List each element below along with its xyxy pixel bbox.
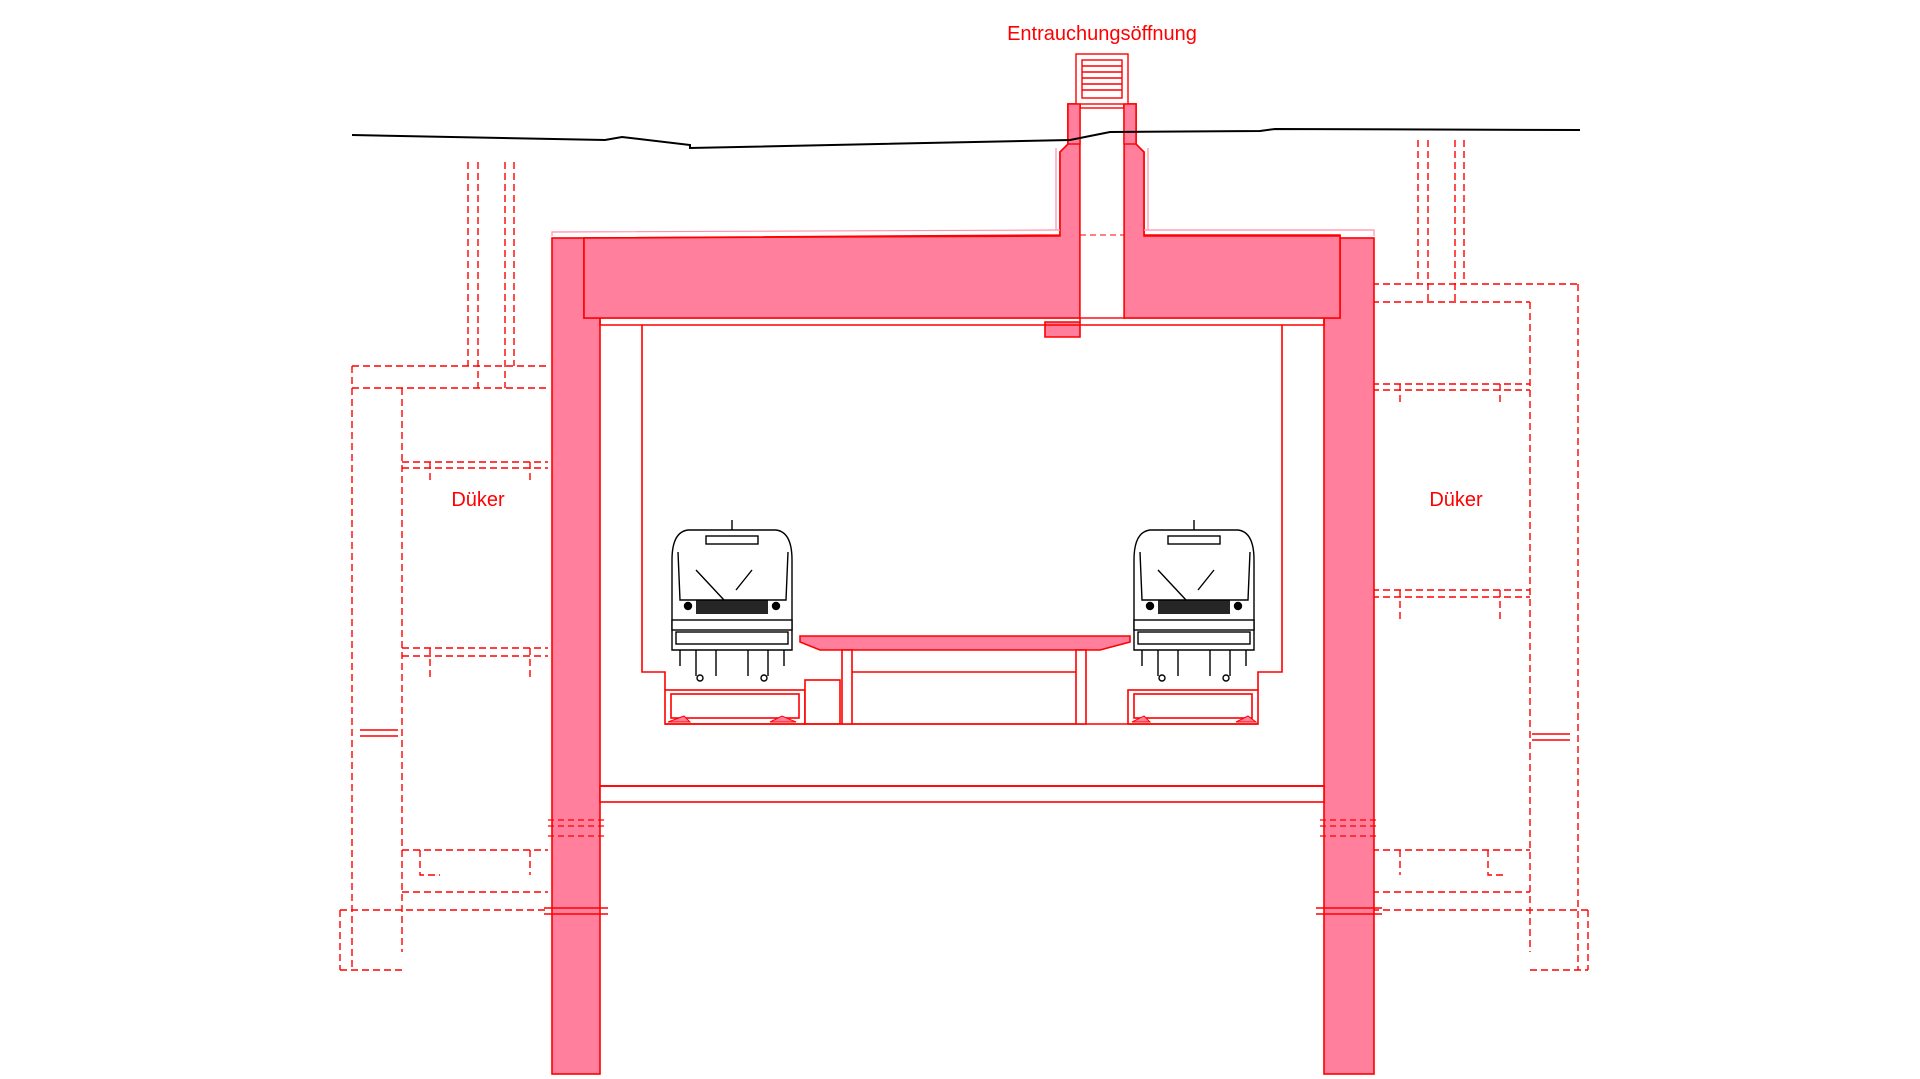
central-platform: [799, 635, 1131, 725]
smoke-shaft-opening: [1079, 107, 1125, 319]
ground-surface-line: [351, 127, 1581, 150]
culvert-right-outline: [1372, 140, 1589, 971]
smoke-vent-label: Entrauchungsöffnung: [1007, 23, 1197, 45]
track-bed-left: [664, 679, 841, 725]
roof-slab-clean: [583, 103, 1341, 319]
culvert-right-label: Düker: [1429, 489, 1483, 511]
smoke-vent-head: [1075, 53, 1129, 105]
culvert-right-pipe: [1532, 733, 1570, 741]
train-right: [1133, 520, 1255, 682]
train-left: [671, 520, 793, 682]
wall-joints: [548, 819, 1378, 837]
culvert-left-label: Düker: [451, 489, 505, 511]
right-diaphragm-wall: [1323, 237, 1375, 1075]
lower-strut: [599, 785, 1325, 803]
culvert-left-outline: [339, 162, 548, 971]
interior-box: [599, 318, 1325, 690]
culvert-left-pipe: [360, 729, 398, 737]
left-diaphragm-wall: [551, 237, 601, 1075]
